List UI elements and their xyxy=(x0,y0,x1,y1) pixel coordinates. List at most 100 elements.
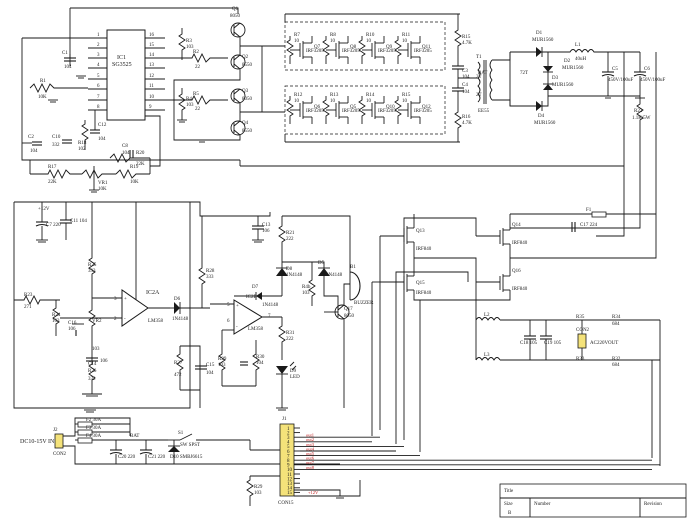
r26-ref: R26 xyxy=(88,369,97,374)
undefined-part: IRF3205 xyxy=(378,49,396,54)
c8-ref: C8 xyxy=(122,144,128,149)
f1-ref: F1 xyxy=(586,208,592,213)
j1-pin-number: 9 xyxy=(287,464,290,469)
ac-out-connector xyxy=(577,333,587,349)
j1-pin-number: 2 xyxy=(287,431,290,436)
q17-part: 8050 xyxy=(344,314,355,319)
j1-pin-number: 7 xyxy=(287,454,290,459)
c18-label: C18 105 xyxy=(520,341,538,346)
q2-part: 8550 xyxy=(242,63,253,68)
j1-pin-list: 123456789101112131415out1out2out3out4out… xyxy=(287,427,660,496)
r29b-ref: R29 xyxy=(254,485,263,490)
r31-val: 222 xyxy=(286,337,294,342)
j1-header: J1 CON15 123456789101112131415out1out2ou… xyxy=(278,417,660,506)
c10-ref: C10 xyxy=(52,135,61,140)
t1-part: EE55 xyxy=(478,109,490,114)
c4-val: 104 xyxy=(462,90,470,95)
t1-turns-b: 2T xyxy=(476,93,482,98)
r31-ref: R31 xyxy=(286,331,295,336)
c2-val: 104 xyxy=(30,149,38,154)
svg-text:5: 5 xyxy=(227,303,230,308)
r16-ref: R16 xyxy=(462,115,471,120)
ic1-part: SG3525 xyxy=(112,62,132,68)
undefined-part: IRF3205 xyxy=(378,109,396,114)
vr1-val: 10K xyxy=(98,187,107,192)
c10-val: 332 xyxy=(52,143,60,148)
undefined-gate-resistor-ref: R12 xyxy=(294,93,303,98)
r27-val: 472 xyxy=(174,373,182,378)
undefined-ref: Q11 xyxy=(422,45,431,50)
svg-text:10: 10 xyxy=(149,95,155,100)
c17-label: C17 224 xyxy=(580,223,598,228)
j1-part: CON15 xyxy=(278,501,294,506)
ic2a-ref: IC2A xyxy=(146,290,160,296)
r16-val: 4.7K xyxy=(462,121,472,126)
j1-ref: J1 xyxy=(282,417,287,422)
t1-turns-c: 72T xyxy=(520,71,528,76)
c1-ref: C1 xyxy=(62,51,68,56)
ic2b-ref: IC2B xyxy=(246,295,258,300)
ic1-ref: IC1 xyxy=(117,55,126,61)
t1-ref: T1 xyxy=(476,55,482,60)
j1-pin-number: 4 xyxy=(287,441,290,446)
r20-ref: R20 xyxy=(136,151,145,156)
undefined-ref: Q8 xyxy=(350,45,357,50)
c15-val: 104 xyxy=(206,371,214,376)
r5-ref: R5 xyxy=(193,92,199,97)
vr1-ref: VR1 xyxy=(98,181,108,186)
undefined-gate-resistor-val: 10 xyxy=(330,99,336,104)
j1-net-label: out1 xyxy=(306,433,314,438)
svg-text:+: + xyxy=(124,297,127,302)
c16-ref: C16 xyxy=(68,321,77,326)
j1-pin-number: 3 xyxy=(287,436,290,441)
r3-ref: R3 xyxy=(186,39,192,44)
q13-ref: Q13 xyxy=(416,229,425,234)
vr2-val: 103 xyxy=(92,347,100,352)
r15-val: 4.7K xyxy=(462,41,472,46)
r35-ref: R35 xyxy=(576,315,585,320)
size-value: B xyxy=(508,511,512,516)
j1-net-label: out3 xyxy=(306,442,315,447)
r19-ref: R19 xyxy=(130,165,139,170)
svg-text:2: 2 xyxy=(97,43,100,48)
svg-text:6: 6 xyxy=(97,84,100,89)
c8-val: 104 xyxy=(122,151,130,156)
ic2b-body xyxy=(233,299,263,335)
c13-ref: C13 xyxy=(262,223,271,228)
undefined-gate-resistor-ref: R10 xyxy=(366,33,375,38)
l1-val: 40uH xyxy=(575,57,587,62)
r34-val: 684 xyxy=(612,322,620,327)
j1-pin-number: 12 xyxy=(287,477,293,482)
svg-text:6: 6 xyxy=(227,319,230,324)
undefined-gate-resistor-ref: R15 xyxy=(402,93,411,98)
dc-in-label: DC10-15V IN xyxy=(20,439,55,445)
r15-ref: R15 xyxy=(462,35,471,40)
svg-text:7: 7 xyxy=(97,95,100,100)
d6-val: 1N4148 xyxy=(172,317,189,322)
r30-ref: R30 xyxy=(256,355,265,360)
q3-part: 8050 xyxy=(242,97,253,102)
undefined-gate-resistor-val: 10 xyxy=(294,39,300,44)
svg-text:-: - xyxy=(124,317,126,322)
driver-transistors: R3 103 R4 103 R2 22 R5 22 Q1 8050 Q2 855… xyxy=(165,7,262,143)
r25-ref: R25 xyxy=(88,263,97,268)
j1-pin-number: 11 xyxy=(287,473,292,478)
q17-ref: Q17 xyxy=(344,307,353,312)
r2-val: 22 xyxy=(195,65,201,70)
j1-pin-number: 5 xyxy=(287,445,290,450)
svg-text:7: 7 xyxy=(268,314,271,319)
d5-ref: D5 xyxy=(318,261,325,266)
title-label: Title xyxy=(504,489,514,494)
q14-ref: Q14 xyxy=(512,223,521,228)
number-label: Number xyxy=(534,502,551,507)
undefined-ref: Q12 xyxy=(422,105,431,110)
title-block: Title Size B Number Revision xyxy=(499,483,687,518)
r19-val: 10K xyxy=(130,180,139,185)
size-label: Size xyxy=(504,502,513,507)
undefined-gate-resistor-val: 10 xyxy=(366,99,372,104)
mosfets-top-group: R710Q7IRF3205R810Q8IRF3205R1010Q9IRF3205… xyxy=(286,33,432,64)
